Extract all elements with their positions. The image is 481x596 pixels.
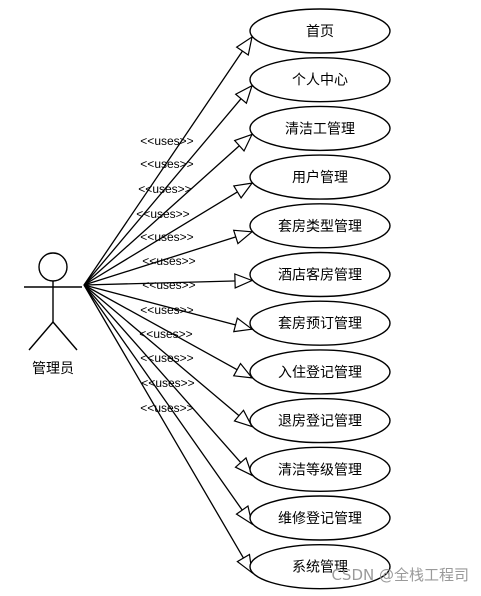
association-line	[83, 231, 253, 286]
use-case-ellipse	[249, 251, 391, 298]
use-case-label: 退房登记管理	[278, 414, 362, 430]
use-case-ellipse	[249, 154, 391, 200]
uses-label: <<uses>>	[138, 182, 191, 196]
use-case-ellipse	[249, 56, 391, 103]
arrowhead	[232, 317, 254, 333]
uses-label: <<uses>>	[139, 327, 192, 341]
use-case-ellipse	[249, 397, 391, 444]
arrowhead	[232, 229, 254, 245]
arrowhead	[235, 35, 253, 56]
uses-label: <<uses>>	[140, 351, 193, 365]
uses-label: <<uses>>	[140, 230, 193, 244]
watermark: CSDN @全栈工程司	[331, 566, 469, 584]
uses-label: <<uses>>	[140, 401, 193, 415]
use-case-label: 清洁工管理	[285, 121, 355, 137]
use-case-ellipse	[249, 8, 391, 54]
uses-label: <<uses>>	[140, 134, 193, 148]
association-line	[83, 182, 253, 286]
association-line	[83, 284, 253, 525]
use-case-label: 套房预订管理	[278, 316, 362, 332]
arrowhead	[233, 133, 254, 153]
use-case-ellipse	[249, 446, 391, 492]
use-case-label: 套房类型管理	[278, 219, 362, 235]
association-links	[83, 35, 254, 575]
arrowhead	[232, 182, 254, 199]
use-case-ellipse	[249, 544, 391, 590]
use-case-ellipse	[249, 495, 391, 541]
uses-label: <<uses>>	[136, 207, 189, 221]
association-line	[83, 284, 253, 379]
arrowhead	[236, 553, 253, 575]
use-case-ellipse	[249, 349, 391, 395]
uses-label: <<uses>>	[140, 157, 193, 171]
association-line	[83, 133, 253, 286]
uses-labels: <<uses>> <<uses>> <<uses>> <<uses>> <<uses>>…	[136, 134, 195, 415]
association-line	[83, 284, 253, 574]
use-case-label: 维修登记管理	[278, 511, 362, 527]
use-case-label: 酒店客房管理	[278, 267, 362, 284]
arrowhead	[234, 273, 254, 289]
actor-label: 管理员	[32, 361, 74, 377]
uses-label: <<uses>>	[141, 376, 194, 390]
use-case-label: 个人中心	[292, 73, 348, 89]
actor-right-leg	[52, 321, 78, 351]
association-line	[83, 284, 253, 428]
uses-label: <<uses>>	[142, 278, 195, 292]
use-cases: 首页个人中心清洁工管理用户管理套房类型管理酒店客房管理套房预订管理入住登记管理退…	[249, 8, 391, 590]
actor-head	[38, 252, 68, 282]
arrowhead	[234, 84, 254, 105]
uses-label: <<uses>>	[140, 303, 193, 317]
association-line	[83, 36, 253, 286]
actor-left-leg	[28, 321, 54, 351]
arrowhead	[235, 505, 253, 526]
association-line	[83, 85, 253, 286]
arrowhead	[232, 362, 254, 379]
use-case-ellipse	[249, 300, 391, 346]
use-case-label: 用户管理	[292, 169, 348, 186]
use-case-label: 清洁等级管理	[278, 461, 362, 478]
use-case-label: 入住登记管理	[278, 365, 362, 381]
arrowhead	[234, 456, 254, 477]
actor-administrator	[24, 252, 82, 351]
use-case-label: 系统管理	[292, 560, 348, 576]
association-line	[83, 284, 253, 330]
use-case-ellipse	[249, 203, 391, 249]
association-line	[83, 279, 253, 286]
association-line	[83, 284, 253, 476]
arrowhead	[233, 409, 254, 428]
use-case-ellipse	[249, 105, 391, 152]
uses-label: <<uses>>	[142, 254, 195, 268]
use-case-label: 首页	[306, 24, 334, 40]
